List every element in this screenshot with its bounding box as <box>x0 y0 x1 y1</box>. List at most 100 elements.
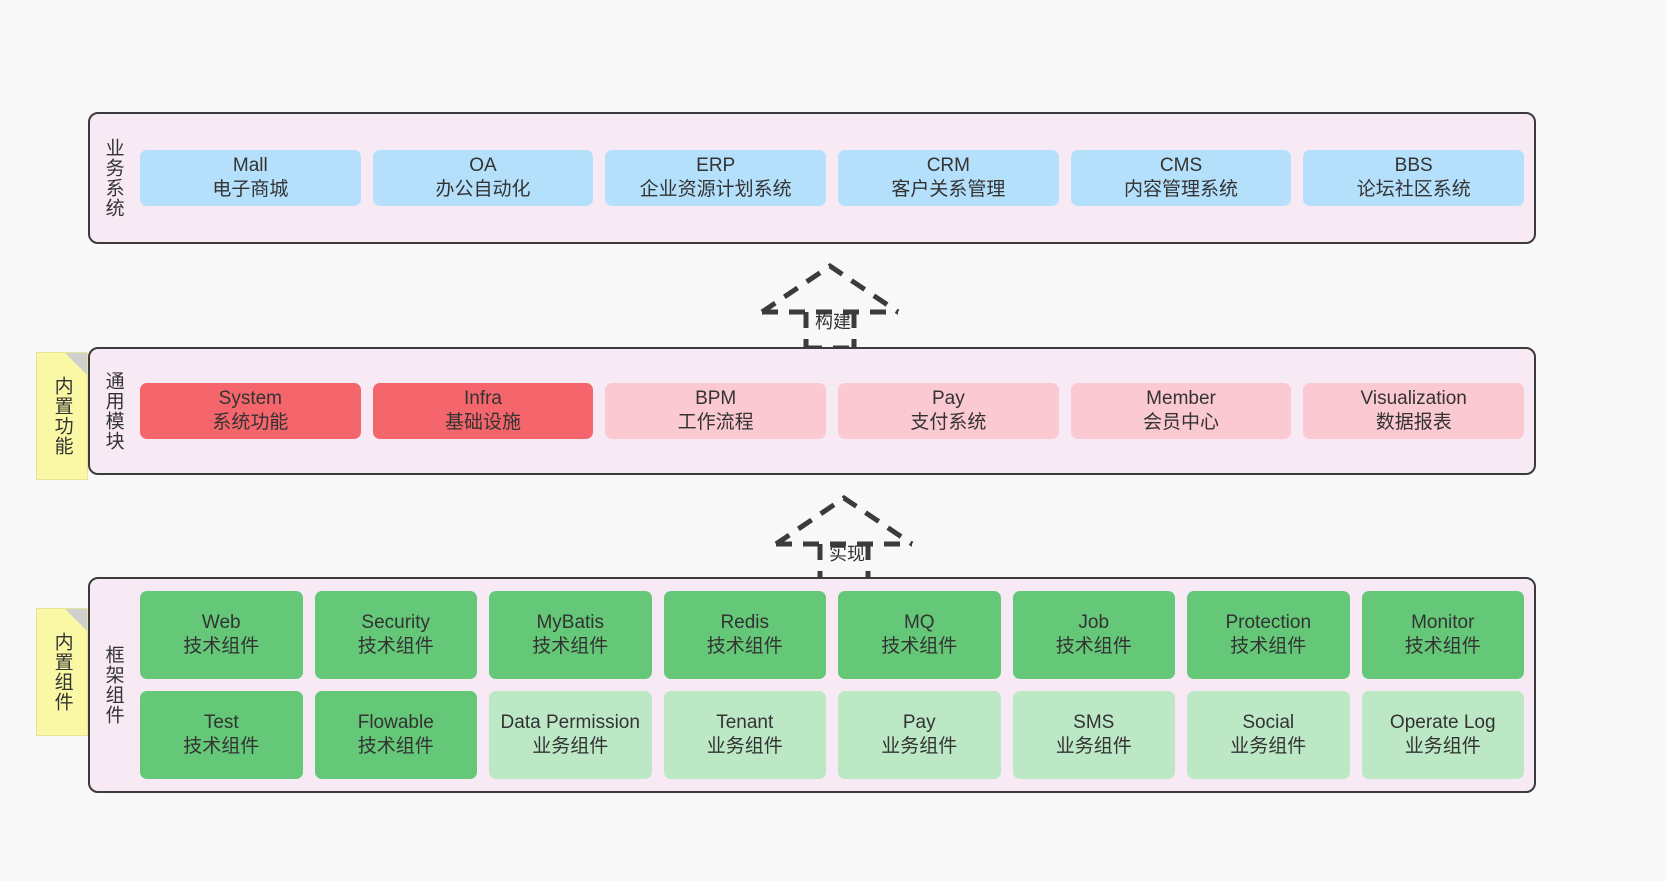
card-title-cn: 内容管理系统 <box>1124 179 1239 200</box>
card-bpm[interactable]: BPM 工作流程 <box>605 382 827 440</box>
card-title-cn: 业务组件 <box>706 736 783 757</box>
card-title-en: Job <box>1078 611 1110 633</box>
card-title-en: Data Permission <box>500 711 640 733</box>
framework-row-technical: Web 技术组件 Security 技术组件 MyBatis 技术组件 Redi… <box>140 591 1524 679</box>
card-title-cn: 支付系统 <box>910 412 987 433</box>
card-title-en: Protection <box>1225 611 1312 633</box>
sticky-note-builtin-function: 内置功能 <box>36 352 88 480</box>
layer-title-framework-components: 框架组件 <box>102 645 124 725</box>
card-title-cn: 技术组件 <box>1055 636 1132 657</box>
card-title-cn: 业务组件 <box>1055 736 1132 757</box>
card-visualization[interactable]: Visualization 数据报表 <box>1303 382 1525 440</box>
card-title-en: Security <box>361 611 431 633</box>
card-title-en: Monitor <box>1411 611 1475 633</box>
card-title-cn: 技术组件 <box>532 636 609 657</box>
card-title-cn: 技术组件 <box>183 736 260 757</box>
card-title-en: Visualization <box>1360 387 1467 409</box>
card-title-cn: 客户关系管理 <box>891 179 1006 200</box>
card-pay-component[interactable]: Pay 业务组件 <box>838 691 1001 779</box>
card-title-cn: 业务组件 <box>1404 736 1481 757</box>
card-title-en: CMS <box>1159 154 1203 176</box>
card-monitor[interactable]: Monitor 技术组件 <box>1361 591 1524 679</box>
card-title-en: Tenant <box>716 711 774 733</box>
card-title-en: OA <box>469 154 497 176</box>
framework-row-business: Test 技术组件 Flowable 技术组件 Data Permission … <box>140 691 1524 779</box>
card-title-cn: 业务组件 <box>532 736 609 757</box>
card-title-en: MQ <box>903 611 935 633</box>
card-title-cn: 技术组件 <box>1230 636 1307 657</box>
build-arrow: 构建 <box>758 262 908 351</box>
card-title-cn: 办公自动化 <box>435 179 531 200</box>
card-title-cn: 技术组件 <box>357 636 434 657</box>
card-title-en: Infra <box>463 387 503 409</box>
layer-common-modules: 通用模块 System 系统功能 Infra 基础设施 BPM 工作流程 Pay… <box>88 347 1536 475</box>
card-title-en: Pay <box>931 387 965 409</box>
note-fold-corner-icon <box>65 353 87 375</box>
sticky-note-label: 内置功能 <box>51 376 73 456</box>
card-title-cn: 工作流程 <box>677 412 754 433</box>
card-title-en: BBS <box>1394 154 1433 176</box>
card-title-en: Operate Log <box>1389 711 1496 733</box>
card-title-cn: 论坛社区系统 <box>1356 179 1471 200</box>
implement-arrow-label: 实现 <box>829 544 865 564</box>
card-erp[interactable]: ERP 企业资源计划系统 <box>605 149 827 207</box>
layer-title-common-modules: 通用模块 <box>102 371 124 451</box>
card-member[interactable]: Member 会员中心 <box>1070 382 1292 440</box>
card-title-en: MyBatis <box>536 611 605 633</box>
card-title-en: Redis <box>720 611 770 633</box>
card-title-en: SMS <box>1073 711 1115 733</box>
card-job[interactable]: Job 技术组件 <box>1012 591 1175 679</box>
card-web[interactable]: Web 技术组件 <box>140 591 303 679</box>
card-title-cn: 数据报表 <box>1375 412 1452 433</box>
card-mybatis[interactable]: MyBatis 技术组件 <box>489 591 652 679</box>
card-title-cn: 技术组件 <box>1404 636 1481 657</box>
card-flowable[interactable]: Flowable 技术组件 <box>314 691 477 779</box>
card-data-permission[interactable]: Data Permission 业务组件 <box>489 691 652 779</box>
card-title-cn: 技术组件 <box>183 636 260 657</box>
card-system[interactable]: System 系统功能 <box>140 382 361 440</box>
card-mall[interactable]: Mall 电子商城 <box>140 149 361 207</box>
sticky-note-label: 内置组件 <box>51 632 73 712</box>
card-protection[interactable]: Protection 技术组件 <box>1187 591 1350 679</box>
card-infra[interactable]: Infra 基础设施 <box>372 382 594 440</box>
build-arrow-label: 构建 <box>815 312 851 332</box>
card-title-en: System <box>218 387 283 409</box>
layer-body-framework-components: Web 技术组件 Security 技术组件 MyBatis 技术组件 Redi… <box>136 579 1534 791</box>
card-title-en: Pay <box>902 711 936 733</box>
card-pay-module[interactable]: Pay 支付系统 <box>838 382 1059 440</box>
note-fold-corner-icon <box>65 609 87 631</box>
card-title-en: Social <box>1242 711 1295 733</box>
layer-business-systems: 业务系统 Mall 电子商城 OA 办公自动化 ERP 企业资源计划系统 CRM… <box>88 112 1536 244</box>
card-tenant[interactable]: Tenant 业务组件 <box>663 691 826 779</box>
card-sms[interactable]: SMS 业务组件 <box>1012 691 1175 779</box>
card-title-en: Web <box>201 611 241 633</box>
card-title-en: Test <box>203 711 239 733</box>
card-social[interactable]: Social 业务组件 <box>1187 691 1350 779</box>
card-operate-log[interactable]: Operate Log 业务组件 <box>1361 691 1524 779</box>
card-bbs[interactable]: BBS 论坛社区系统 <box>1303 149 1525 207</box>
card-title-en: Flowable <box>357 711 434 733</box>
card-title-cn: 电子商城 <box>212 179 289 200</box>
card-title-en: BPM <box>695 387 737 409</box>
card-security[interactable]: Security 技术组件 <box>314 591 477 679</box>
card-title-cn: 会员中心 <box>1143 412 1220 433</box>
layer-body-common-modules: System 系统功能 Infra 基础设施 BPM 工作流程 Pay 支付系统… <box>136 349 1534 473</box>
card-title-en: Mall <box>232 154 268 176</box>
layer-framework-components: 框架组件 Web 技术组件 Security 技术组件 MyBatis 技术组件… <box>88 577 1536 793</box>
card-oa[interactable]: OA 办公自动化 <box>372 149 594 207</box>
card-title-cn: 技术组件 <box>706 636 783 657</box>
implement-arrow: 实现 <box>772 494 922 583</box>
sticky-note-builtin-component: 内置组件 <box>36 608 88 736</box>
card-mq[interactable]: MQ 技术组件 <box>838 591 1001 679</box>
card-title-en: Member <box>1146 387 1216 409</box>
card-title-cn: 基础设施 <box>445 412 522 433</box>
card-cms[interactable]: CMS 内容管理系统 <box>1070 149 1292 207</box>
card-title-en: CRM <box>926 154 970 176</box>
card-title-cn: 技术组件 <box>357 736 434 757</box>
card-title-cn: 业务组件 <box>881 736 958 757</box>
card-redis[interactable]: Redis 技术组件 <box>663 591 826 679</box>
card-crm[interactable]: CRM 客户关系管理 <box>838 149 1059 207</box>
card-title-cn: 企业资源计划系统 <box>639 179 792 200</box>
card-title-cn: 技术组件 <box>881 636 958 657</box>
card-test[interactable]: Test 技术组件 <box>140 691 303 779</box>
